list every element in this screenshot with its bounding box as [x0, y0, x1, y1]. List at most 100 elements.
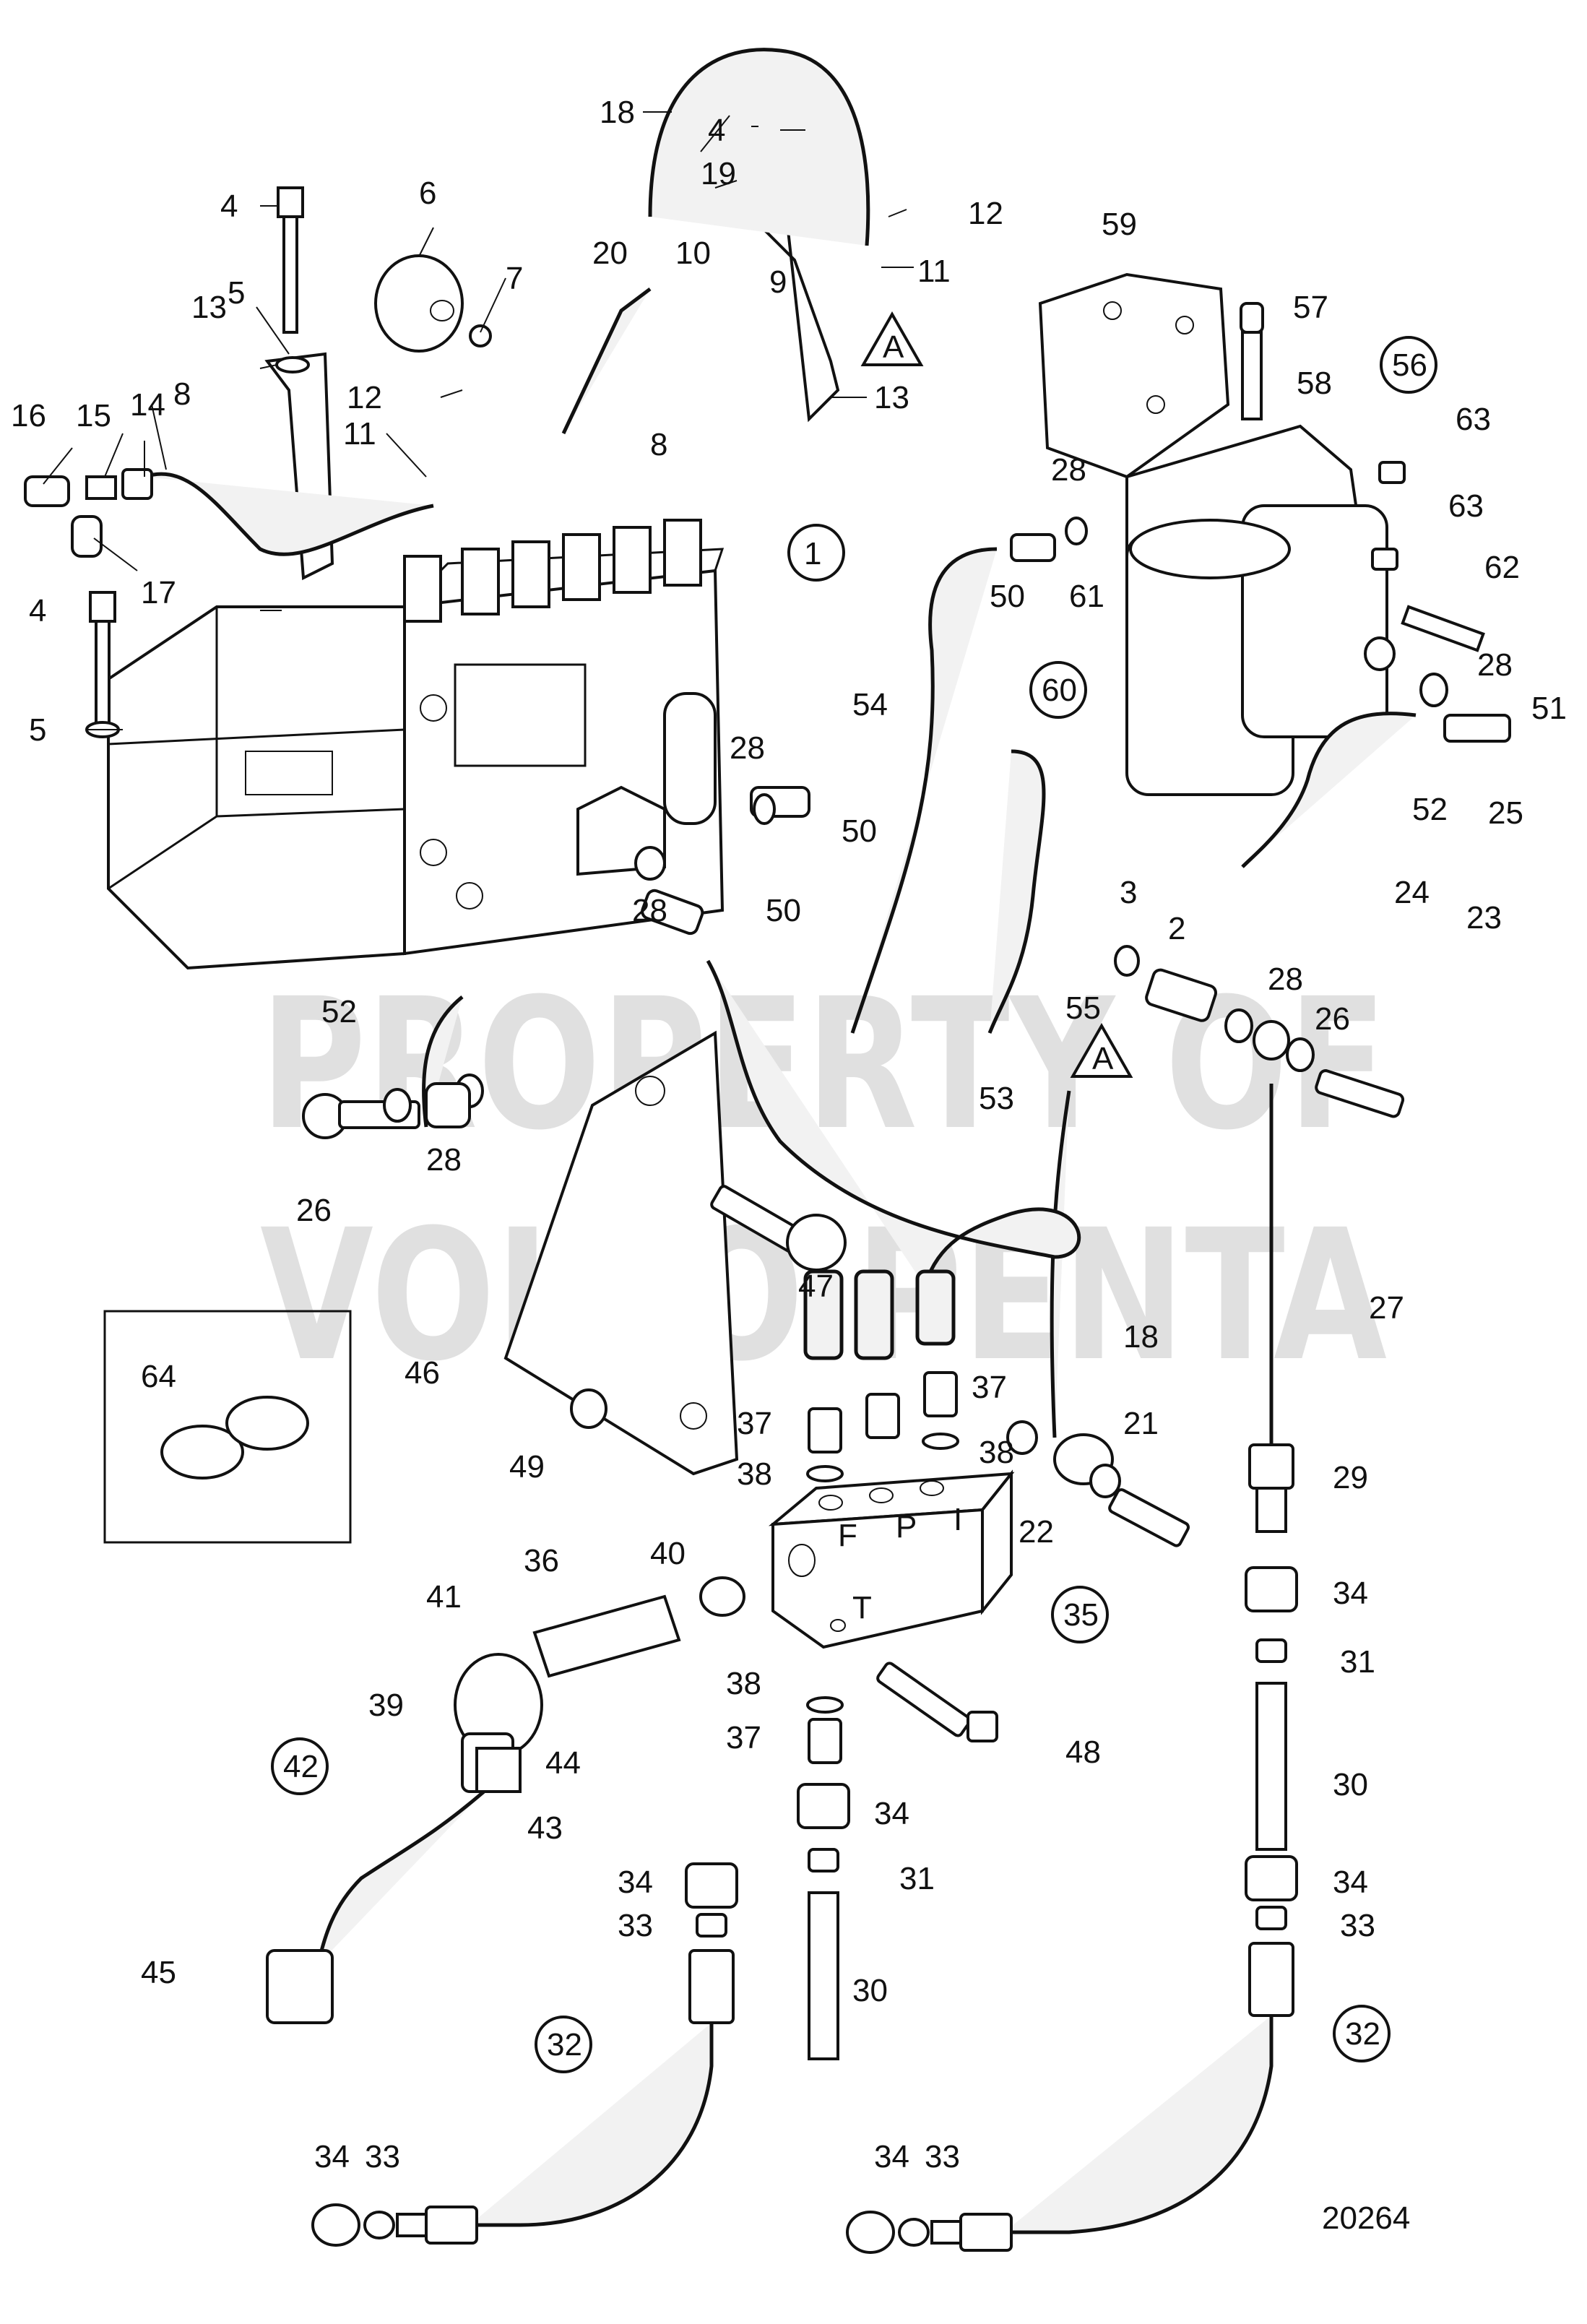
- label-33b: 33: [365, 2139, 400, 2174]
- label-31b: 31: [1340, 1644, 1375, 1680]
- callout-circle-42: [271, 1737, 329, 1795]
- fitting-group-2-26: [1114, 945, 1405, 1118]
- label-14: 14: [130, 387, 165, 423]
- callout-circle-35: [1051, 1586, 1109, 1643]
- label-36: 36: [524, 1543, 559, 1578]
- label-2: 2: [1168, 911, 1185, 946]
- label-5a: 5: [228, 275, 245, 311]
- label-38a: 38: [737, 1456, 772, 1492]
- label-41: 41: [426, 1579, 462, 1615]
- label-32a: 32: [547, 2027, 582, 2062]
- label-17: 17: [141, 575, 176, 610]
- leader-lines: [43, 111, 914, 730]
- label-10: 10: [675, 236, 711, 271]
- label-18a: 18: [600, 95, 635, 130]
- label-50b: 50: [766, 893, 801, 928]
- label-35: 35: [1063, 1597, 1099, 1633]
- label-44: 44: [545, 1745, 581, 1781]
- label-8b: 8: [650, 427, 667, 462]
- label-5b: 5: [29, 712, 46, 748]
- label-28b: 28: [632, 893, 667, 928]
- banjo-21-22: [1006, 1420, 1190, 1547]
- label-7: 7: [506, 261, 523, 296]
- label-34d: 34: [1333, 1576, 1368, 1611]
- callout-circle-56: [1380, 336, 1437, 394]
- label-3: 3: [1120, 875, 1137, 910]
- pipe-8-left: [144, 472, 434, 556]
- port-t-label: T: [852, 1590, 872, 1625]
- label-19: 19: [701, 156, 736, 191]
- ref-a-top-label: A: [883, 329, 904, 365]
- label-28c: 28: [1051, 452, 1086, 488]
- label-61: 61: [1069, 579, 1104, 614]
- port-f-label: F: [838, 1518, 857, 1553]
- label-57: 57: [1293, 290, 1328, 325]
- hose-55: [987, 749, 1046, 1034]
- pipe-53: [706, 959, 1081, 1287]
- label-25: 25: [1488, 795, 1523, 831]
- port-p-label: P: [896, 1509, 917, 1545]
- label-34a: 34: [618, 1865, 653, 1900]
- label-59: 59: [1102, 207, 1137, 242]
- label-31a: 31: [899, 1861, 935, 1896]
- fuel-filter-assembly: [1038, 272, 1485, 796]
- label-28e: 28: [1268, 962, 1303, 997]
- label-18b: 18: [1123, 1319, 1159, 1355]
- label-30b: 30: [1333, 1767, 1368, 1802]
- label-15: 15: [76, 398, 111, 433]
- label-4c: 4: [708, 113, 725, 148]
- hose-52-right: [1241, 712, 1417, 868]
- banjo-bolt-26-left: [302, 1074, 484, 1139]
- pulley-6: [374, 254, 492, 353]
- label-8a: 8: [173, 376, 191, 412]
- part-labels: 1 2 3 4 4 4 5 5 6 7 8 8 9 10 11 11 12 12…: [11, 95, 1567, 2174]
- label-29: 29: [1333, 1460, 1368, 1495]
- injection-pump: [107, 519, 725, 970]
- label-50a: 50: [842, 813, 877, 849]
- label-13a: 13: [191, 290, 227, 325]
- label-62: 62: [1484, 550, 1520, 585]
- ref-marker-a-mid: A: [1070, 1022, 1133, 1078]
- hose-ends-block: [803, 1269, 956, 1360]
- callout-circle-60: [1029, 661, 1087, 719]
- label-56: 56: [1392, 347, 1427, 383]
- label-50c: 50: [990, 579, 1025, 614]
- label-1: 1: [804, 536, 821, 571]
- manifold-block-35: F P I T: [768, 1469, 1015, 1649]
- label-48: 48: [1065, 1735, 1101, 1770]
- label-23: 23: [1466, 900, 1502, 936]
- drawing-number: 20264: [1322, 2200, 1410, 2236]
- label-43: 43: [527, 1810, 563, 1846]
- label-33c: 33: [1340, 1908, 1375, 1943]
- label-21: 21: [1123, 1406, 1159, 1441]
- label-64: 64: [141, 1359, 176, 1394]
- label-34b: 34: [314, 2139, 350, 2174]
- bolt-4-top-left: [277, 186, 304, 334]
- label-38b: 38: [979, 1435, 1014, 1470]
- bracket-13-right: [746, 214, 840, 423]
- label-47: 47: [798, 1269, 834, 1304]
- label-28f: 28: [426, 1142, 462, 1178]
- bolt-4-mid-left: [89, 591, 116, 731]
- washer-49: [570, 1388, 607, 1429]
- port-i-label: I: [954, 1502, 962, 1537]
- washer-5-top: [275, 356, 310, 373]
- label-24: 24: [1394, 875, 1430, 910]
- delivery-valves: [403, 519, 702, 623]
- label-20: 20: [592, 236, 628, 271]
- label-12a: 12: [347, 380, 382, 415]
- solenoid-valve-group: [266, 1576, 745, 2024]
- bracket-46: [503, 1030, 739, 1476]
- label-55: 55: [1065, 990, 1101, 1026]
- pipe-18-top: [648, 48, 870, 246]
- label-37b: 37: [972, 1370, 1007, 1405]
- label-37a: 37: [737, 1406, 772, 1441]
- label-12b: 12: [968, 196, 1003, 231]
- label-51: 51: [1531, 691, 1567, 726]
- label-30a: 30: [852, 1973, 888, 2008]
- label-28a: 28: [730, 730, 765, 766]
- bolt-48: [876, 1662, 998, 1742]
- label-63b: 63: [1448, 488, 1484, 524]
- label-37c: 37: [726, 1720, 761, 1755]
- ref-marker-a-top: A: [860, 311, 924, 366]
